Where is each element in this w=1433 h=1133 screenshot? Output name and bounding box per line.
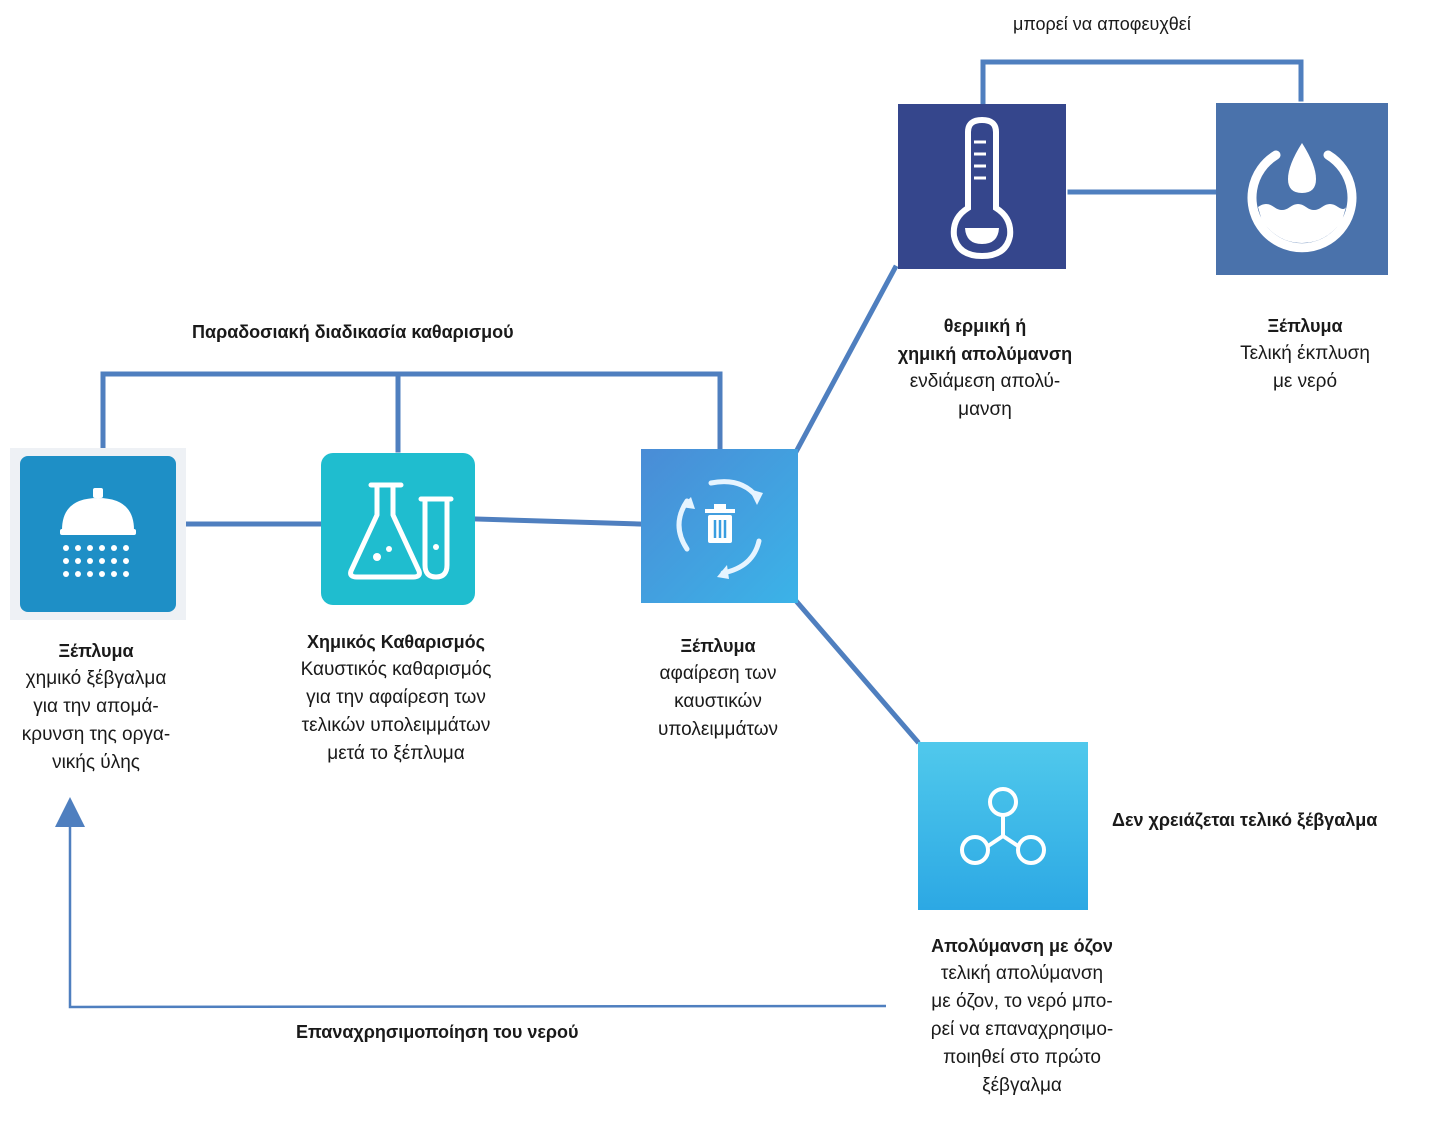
rinse-shower-tile xyxy=(10,448,186,620)
thermal-label: θερμική ή χημική απολύμανση ενδιάμεση απ… xyxy=(865,312,1105,424)
rinse1-title: Ξέπλυμα xyxy=(58,641,134,661)
thermal-thermometer-tile xyxy=(898,104,1066,269)
thermometer-icon xyxy=(950,116,1014,260)
chemical-label: Χημικός Καθαρισμός Καυστικός καθαρισμός … xyxy=(266,628,526,768)
chemical-desc: Καυστικός καθαρισμός για την αφαίρεση τω… xyxy=(300,659,492,764)
thermal-desc: ενδιάμεση απολύ- μανση xyxy=(909,371,1061,420)
rinse2-label: Ξέπλυμα αφαίρεση των καυστικών υπολειμμά… xyxy=(618,632,818,744)
avoid-bracket-line xyxy=(980,59,1304,107)
lab-flask-icon xyxy=(348,482,454,580)
link-rinse2-ozone xyxy=(793,598,921,745)
rinse1-desc: χημικό ξέβγαλμα για την απομά- κρυνση τη… xyxy=(21,668,171,773)
water-drop-icon xyxy=(1247,143,1357,253)
chemical-flask-tile xyxy=(321,453,475,605)
link-chemical-rinse2 xyxy=(473,516,643,527)
recycle-bin-icon xyxy=(676,479,763,579)
traditional-bracket-line xyxy=(100,371,723,453)
link-rinse2-thermal xyxy=(793,264,899,454)
final-rinse-desc: Τελική έκπλυση με νερό xyxy=(1240,343,1370,392)
rinse-recycle-tile xyxy=(641,449,798,603)
chemical-title: Χημικός Καθαρισμός xyxy=(306,632,486,652)
rinse2-title: Ξέπλυμα xyxy=(680,636,756,656)
molecule-icon xyxy=(960,787,1046,865)
final-rinse-title: Ξέπλυμα xyxy=(1267,316,1343,336)
rinse1-label: Ξέπλυμα χημικό ξέβγαλμα για την απομά- κ… xyxy=(1,637,191,777)
ozone-label: Απολύμανση με όζον τελική απολύμανση με … xyxy=(892,932,1152,1100)
shower-icon xyxy=(60,488,136,577)
final-rinse-label: Ξέπλυμα Τελική έκπλυση με νερό xyxy=(1205,312,1405,396)
ozone-title: Απολύμανση με όζον xyxy=(931,936,1113,956)
thermal-title: θερμική ή χημική απολύμανση xyxy=(897,316,1073,364)
rinse2-desc: αφαίρεση των καυστικών υπολειμμάτων xyxy=(657,663,779,740)
traditional-process-caption: Παραδοσιακή διαδικασία καθαρισμού xyxy=(192,322,514,342)
ozone-molecule-tile xyxy=(918,742,1088,910)
no-final-rinse-caption: Δεν χρειάζεται τελικό ξέβγαλμα xyxy=(1112,810,1378,830)
final-rinse-drop-tile xyxy=(1216,103,1388,275)
water-reuse-caption: Επαναχρησιμοποίηση του νερού xyxy=(296,1022,579,1042)
ozone-desc: τελική απολύμανση με όζον, το νερό μπο- … xyxy=(930,963,1114,1096)
water-reuse-arrow xyxy=(55,797,887,1009)
can-avoid-caption: μπορεί να αποφευχθεί xyxy=(1013,14,1191,34)
